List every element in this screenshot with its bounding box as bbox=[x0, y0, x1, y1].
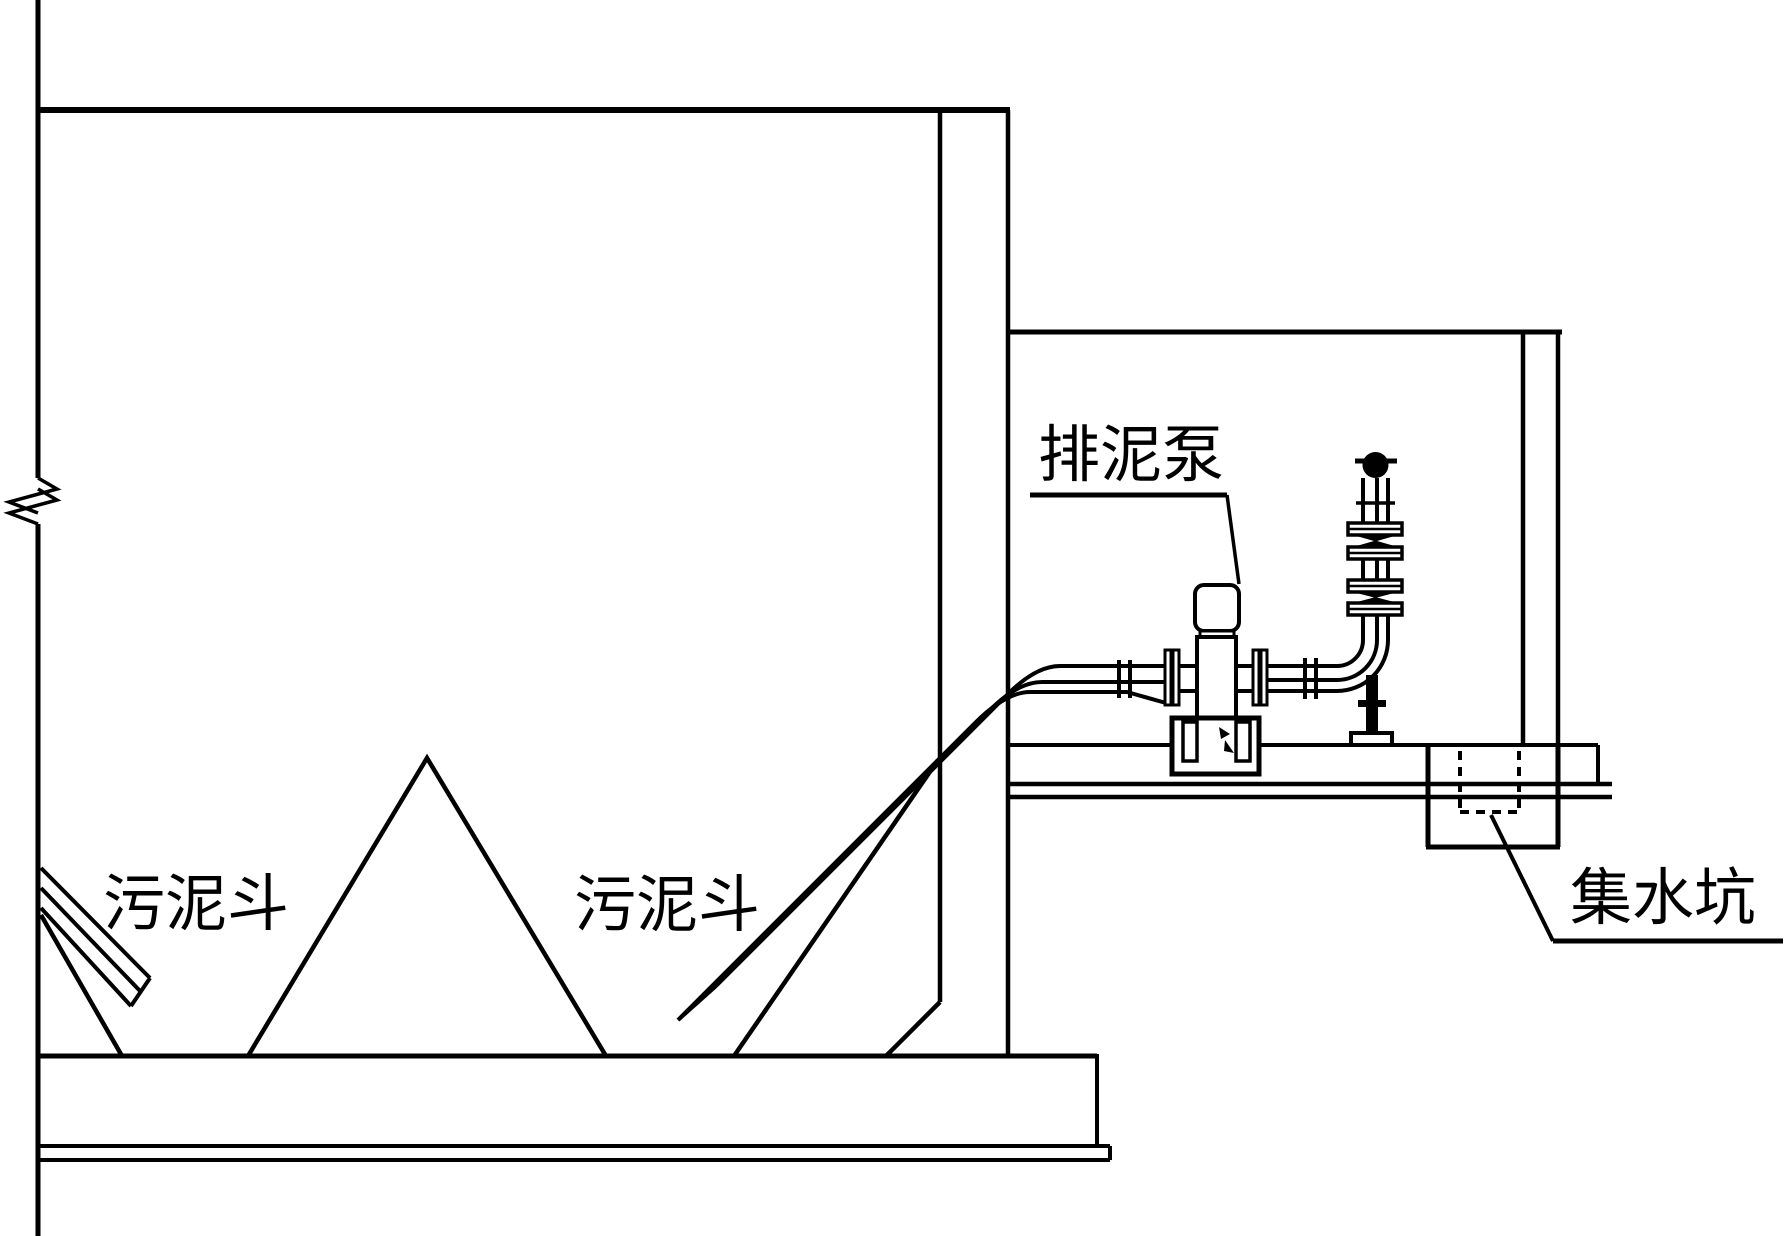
foundation-anchor-marks bbox=[1219, 727, 1234, 753]
suction-pipe-center-line bbox=[695, 680, 1166, 1005]
support-clamp bbox=[1358, 700, 1386, 707]
label-sludge-hopper-right: 污泥斗 bbox=[574, 872, 760, 940]
foundation-channel-left bbox=[1181, 720, 1199, 763]
label-sump-pit: 集水坑 bbox=[1570, 865, 1756, 933]
hopper-slope-right bbox=[732, 758, 940, 1058]
sump-pit-hidden-opening bbox=[1458, 751, 1521, 814]
valve-body-lower bbox=[1353, 592, 1398, 603]
discharge-riser bbox=[1346, 452, 1404, 640]
foundation-channel-right bbox=[1234, 720, 1252, 763]
leader-line-sump-pit bbox=[1489, 814, 1555, 942]
suction-flange-bar-2 bbox=[1171, 648, 1181, 707]
valve-body-upper bbox=[1353, 535, 1398, 547]
discharge-pipe bbox=[1267, 639, 1390, 699]
suction-pipe-left-mouth bbox=[129, 976, 152, 1008]
divider-wall-chamfer bbox=[884, 1000, 942, 1058]
wall-break-mark bbox=[3, 476, 62, 526]
riser-pipe-segments bbox=[1361, 478, 1390, 640]
label-sludge-hopper-left: 污泥斗 bbox=[103, 871, 289, 939]
discharge-elbow bbox=[1336, 639, 1390, 693]
suction-pipe-bottom-line bbox=[676, 690, 1167, 1022]
pump-nozzles bbox=[1179, 664, 1253, 693]
leader-line-sludge-pump bbox=[1225, 494, 1241, 585]
settling-tank bbox=[3, 0, 1112, 1236]
pump-room bbox=[1008, 329, 1612, 850]
suction-flange-bar-1 bbox=[1163, 648, 1173, 707]
hopper-center-pyramid bbox=[246, 753, 608, 1058]
pipe-support-stand bbox=[1349, 675, 1394, 747]
discharge-flange-bar-2 bbox=[1259, 648, 1269, 707]
suction-pipe-joint-ticks bbox=[1117, 660, 1132, 698]
sump-pit-outline bbox=[1425, 745, 1561, 850]
discharge-horizontal-lines bbox=[1267, 664, 1337, 693]
pump-body bbox=[1195, 635, 1238, 720]
annotations: 排泥泵 污泥斗 污泥斗 集水坑 bbox=[103, 422, 1783, 944]
sludge-pump bbox=[1163, 583, 1269, 777]
pump-room-right-wall bbox=[1520, 332, 1561, 745]
discharge-flange-bar-1 bbox=[1251, 648, 1261, 707]
pump-motor bbox=[1193, 583, 1241, 633]
foundation-mat bbox=[36, 1144, 1112, 1162]
hopper-slope-left bbox=[39, 913, 124, 1058]
pump-room-floor bbox=[1008, 743, 1600, 784]
check-valve-ball bbox=[1362, 452, 1389, 478]
suction-pipe-left-lines bbox=[39, 866, 152, 1008]
suction-pipe-mouth bbox=[676, 984, 718, 1022]
suction-pipe-to-pump bbox=[676, 660, 1167, 1022]
flange-plate-midlines bbox=[1348, 527, 1402, 611]
floor-slab-lines bbox=[1008, 781, 1612, 800]
suction-pipe-left-hopper bbox=[39, 866, 152, 1008]
discharge-joint-ticks bbox=[1303, 658, 1318, 699]
label-sludge-pump: 排泥泵 bbox=[1038, 422, 1224, 490]
support-base-plate bbox=[1349, 731, 1394, 747]
